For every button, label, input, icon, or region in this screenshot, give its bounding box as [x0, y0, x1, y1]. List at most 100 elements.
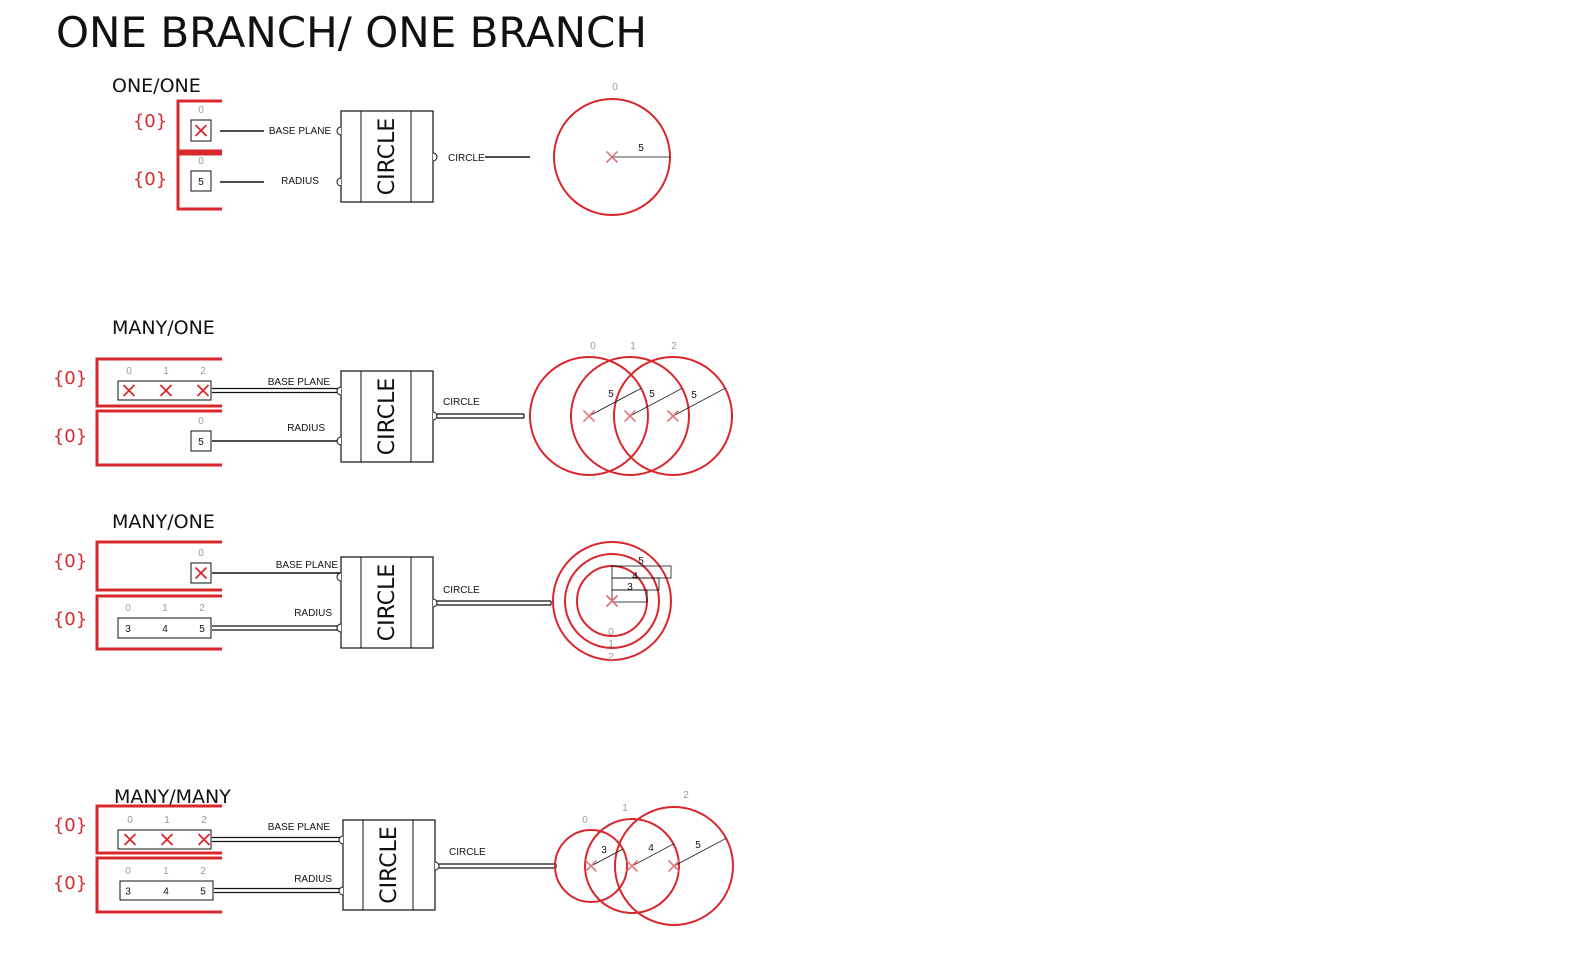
radius-tree-path-label: {0} [133, 169, 167, 190]
list-index: 0 [126, 366, 132, 377]
result-circle [529, 356, 649, 476]
radius-tree-bracket [95, 409, 222, 467]
base-tree-bracket [176, 99, 222, 153]
circle-output-port [434, 861, 440, 871]
result-circle [554, 829, 628, 903]
result-circle [570, 356, 690, 476]
section-title: ONE/ONE [112, 75, 201, 97]
circle-index: 1 [630, 341, 636, 352]
list-index: 2 [200, 366, 206, 377]
plane-point-icon [197, 833, 211, 846]
circle-component: CIRCLE [336, 110, 438, 203]
list-index: 0 [198, 548, 204, 559]
base-plane-port-label: BASE PLANE [276, 560, 339, 571]
list-value: 4 [163, 887, 169, 898]
plane-point-icon [194, 124, 208, 137]
result-circle [552, 541, 672, 661]
base-tree-bracket [95, 540, 222, 592]
radius-dimension [588, 387, 642, 417]
base-plane-port-label: BASE PLANE [268, 377, 331, 388]
circle-output-label: CIRCLE [443, 397, 480, 408]
radius-dimension [611, 565, 672, 579]
circle-center-icon [605, 150, 619, 164]
circle-index: 0 [582, 815, 588, 826]
base-plane-list [117, 380, 212, 401]
section-title: MANY/MANY [114, 786, 231, 808]
circle-output-port [432, 598, 438, 608]
circle-output-label: CIRCLE [448, 153, 485, 164]
radius-wire [212, 625, 340, 631]
radius-list [117, 617, 212, 639]
page-title: ONE BRANCH/ ONE BRANCH [56, 8, 647, 57]
radius-label: 5 [649, 389, 655, 400]
radius-dimension [590, 848, 623, 867]
component-body [340, 110, 434, 203]
circle-index: 0 [612, 82, 618, 93]
base-tree-path-label: {0} [53, 368, 87, 389]
radius-label: 3 [601, 845, 607, 856]
component-name: CIRCLE [375, 118, 400, 196]
radius-label: 3 [627, 582, 633, 593]
list-value: 5 [198, 437, 204, 448]
base-tree-path-label: {0} [133, 111, 167, 132]
circle-center-icon [625, 859, 639, 873]
circle-index: 0 [608, 627, 614, 638]
component-body [340, 370, 434, 463]
base-tree-path-label: {0} [53, 551, 87, 572]
result-circle [564, 553, 660, 649]
section-title: MANY/ONE [112, 317, 215, 339]
radius-port-label: RADIUS [294, 608, 332, 619]
radius-dimension [629, 387, 683, 417]
base-plane-list [117, 829, 212, 850]
base-tree-path-label: {0} [53, 815, 87, 836]
radius-list [119, 880, 214, 901]
base-tree-bracket [95, 804, 222, 855]
circle-component: CIRCLE [336, 556, 438, 649]
radius-label: 5 [695, 840, 701, 851]
radius-tree-path-label: {0} [53, 873, 87, 894]
radius-input-port [336, 623, 342, 633]
circle-output-wire [437, 413, 525, 419]
list-index: 1 [163, 366, 169, 377]
radius-label: 5 [608, 389, 614, 400]
circle-component: CIRCLE [336, 370, 438, 463]
circle-output-wire [439, 863, 557, 869]
result-circle [584, 818, 680, 914]
radius-label: 4 [648, 843, 654, 854]
plane-point-icon [123, 833, 137, 846]
list-index: 0 [198, 105, 204, 116]
list-value: 3 [125, 887, 131, 898]
plane-point-icon [160, 833, 174, 846]
circle-index: 2 [683, 790, 689, 801]
radius-dimension [673, 837, 727, 867]
base-plane-port-label: BASE PLANE [268, 822, 331, 833]
plane-point-icon [194, 566, 208, 580]
radius-dimension [672, 387, 726, 417]
component-name: CIRCLE [377, 826, 402, 904]
base-plane-wire [212, 836, 342, 843]
circle-center-icon [605, 594, 619, 608]
radius-label: 4 [632, 571, 638, 582]
result-circle [614, 806, 734, 926]
circle-index: 0 [590, 341, 596, 352]
radius-list [190, 170, 212, 192]
list-index: 2 [200, 866, 206, 877]
base-plane-input-port [336, 126, 342, 136]
circle-output-port [432, 152, 438, 162]
list-index: 1 [162, 603, 168, 614]
radius-tree-bracket [95, 594, 222, 651]
circle-index: 1 [608, 639, 614, 650]
circle-center-icon [584, 859, 598, 873]
base-tree-bracket [95, 357, 222, 408]
base-plane-input-port [336, 386, 342, 396]
list-value: 5 [198, 177, 204, 188]
list-value: 3 [125, 624, 131, 635]
circle-index: 2 [608, 652, 614, 663]
radius-label: 5 [638, 143, 644, 154]
circle-center-icon [582, 409, 596, 423]
